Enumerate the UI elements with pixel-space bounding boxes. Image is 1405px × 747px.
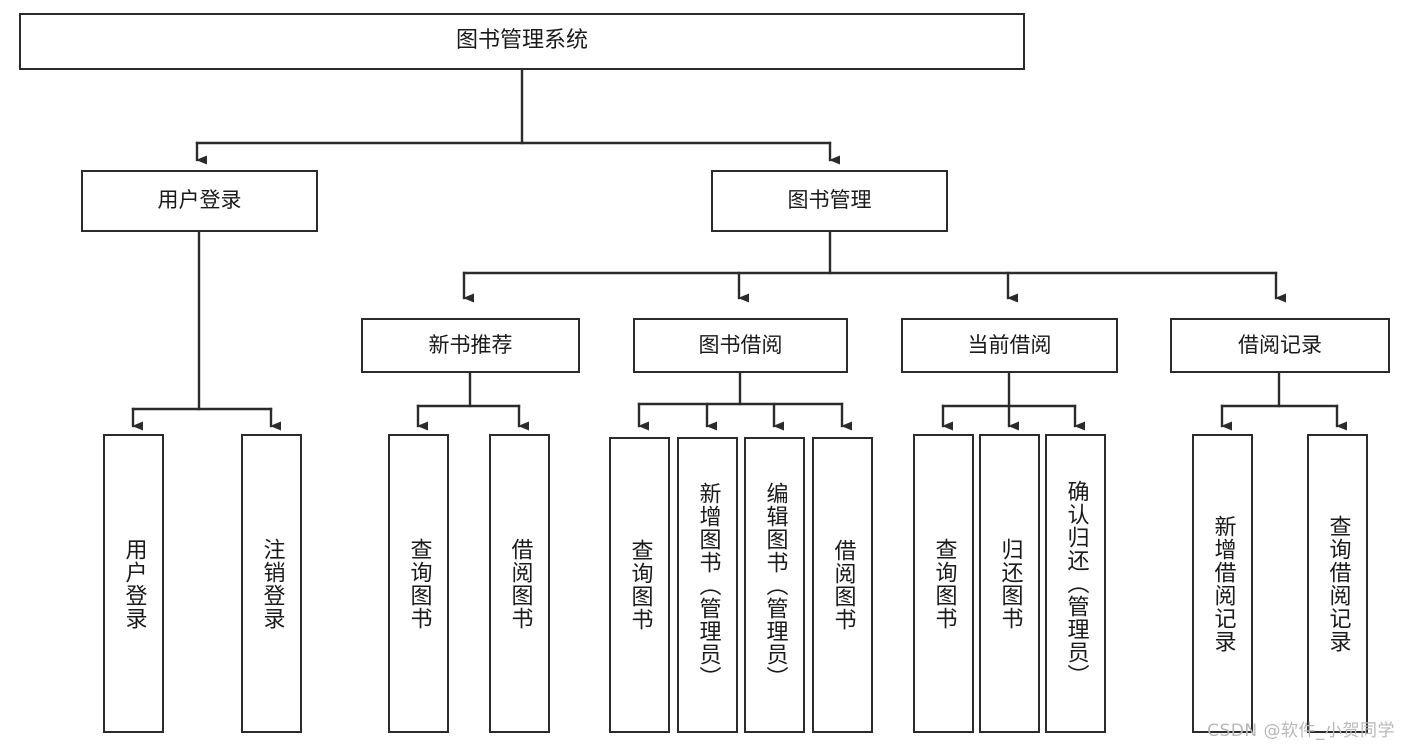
leaf-book-borrow-borrow-book[interactable]: 借阅图书 <box>812 437 873 733</box>
node-label: 归还图书 <box>997 537 1023 630</box>
leaf-book-borrow-edit-book[interactable]: 编辑图书（管理员） <box>744 437 805 733</box>
leaf-new-book-borrow-book[interactable]: 借阅图书 <box>489 434 550 733</box>
leaf-user-login-logout[interactable]: 注销登录 <box>241 434 302 733</box>
node-label: 借阅图书 <box>830 539 856 631</box>
node-label: 查询图书 <box>406 537 432 630</box>
leaf-user-login-login[interactable]: 用户登录 <box>103 434 164 733</box>
node-label: 图书管理系统 <box>455 28 588 54</box>
node-label: 借阅图书 <box>507 537 533 630</box>
leaf-current-borrow-return-book[interactable]: 归还图书 <box>979 434 1040 733</box>
node-label: 新书推荐 <box>428 332 513 357</box>
node-label: 查询图书 <box>627 539 653 631</box>
leaf-new-book-query-book[interactable]: 查询图书 <box>388 434 449 733</box>
node-root-system[interactable]: 图书管理系统 <box>19 13 1025 70</box>
node-label: 新增借阅记录 <box>1210 514 1236 653</box>
leaf-borrow-record-query-record[interactable]: 查询借阅记录 <box>1307 434 1368 733</box>
node-label: 用户登录 <box>157 188 242 213</box>
node-book-management[interactable]: 图书管理 <box>711 170 948 232</box>
node-book-borrow[interactable]: 图书借阅 <box>633 318 848 373</box>
node-current-borrow[interactable]: 当前借阅 <box>901 318 1118 373</box>
node-new-book-recommend[interactable]: 新书推荐 <box>361 318 580 373</box>
node-user-login[interactable]: 用户登录 <box>81 170 318 232</box>
node-label: 图书借阅 <box>698 332 783 357</box>
node-label: 用户登录 <box>121 537 147 630</box>
node-label: 编辑图书（管理员） <box>762 481 788 689</box>
leaf-book-borrow-query-book[interactable]: 查询图书 <box>609 437 670 733</box>
node-label: 查询图书 <box>931 537 957 630</box>
node-label: 确认归还（管理员） <box>1063 480 1089 687</box>
leaf-current-borrow-query-book[interactable]: 查询图书 <box>913 434 974 733</box>
node-label: 借阅记录 <box>1238 332 1322 357</box>
node-label: 查询借阅记录 <box>1325 514 1351 653</box>
node-label: 图书管理 <box>787 188 872 213</box>
leaf-borrow-record-add-record[interactable]: 新增借阅记录 <box>1192 434 1253 733</box>
leaf-book-borrow-add-book[interactable]: 新增图书（管理员） <box>677 437 738 733</box>
csdn-watermark: CSDN @软件_小贺同学 <box>1207 721 1395 741</box>
node-label: 注销登录 <box>259 537 285 630</box>
node-label: 当前借阅 <box>967 332 1052 357</box>
node-borrow-record[interactable]: 借阅记录 <box>1170 318 1390 373</box>
node-label: 新增图书（管理员） <box>695 481 721 689</box>
leaf-current-borrow-confirm-return[interactable]: 确认归还（管理员） <box>1045 434 1106 733</box>
